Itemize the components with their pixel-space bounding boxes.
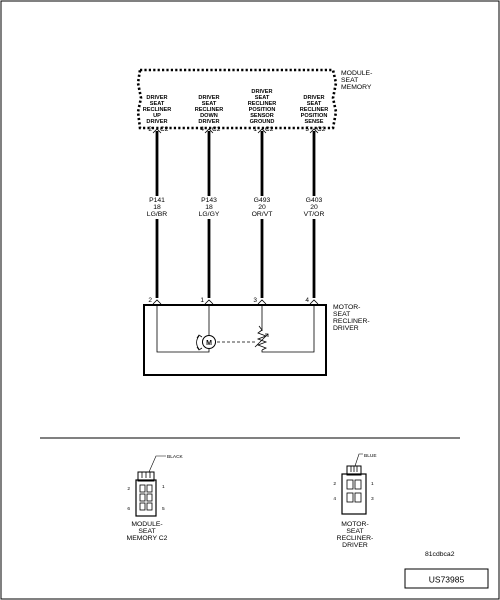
svg-text:SEAT: SEAT: [138, 528, 155, 535]
connector-right-label: MOTOR- SEAT RECLINER- DRIVER: [337, 521, 374, 549]
svg-text:SENSE: SENSE: [305, 119, 324, 125]
connector-left-pin-6: 6: [127, 506, 130, 512]
sensor-variable-arrow: [254, 333, 269, 348]
svg-text:OR/VT: OR/VT: [252, 211, 273, 218]
connector-left-label: MODULE- SEAT MEMORY C2: [127, 521, 168, 542]
svg-text:DRIVER: DRIVER: [333, 325, 359, 332]
svg-text:DRIVER: DRIVER: [146, 119, 167, 125]
wire-labels: P141 18 LG/BR P143 18 LG/GY G493 20 OR/V…: [147, 197, 325, 218]
svg-text:SENSOR: SENSOR: [250, 113, 274, 119]
connector-left-pin-2: 2: [127, 486, 130, 492]
svg-text:P141: P141: [149, 197, 165, 204]
svg-text:RECLINER: RECLINER: [248, 101, 277, 107]
svg-text:POSITION: POSITION: [249, 107, 276, 113]
svg-text:C2: C2: [265, 126, 274, 133]
motor-title: MOTOR- SEAT RECLINER- DRIVER: [333, 304, 370, 332]
wires: [155, 131, 316, 298]
module-pin-4-label: DRIVER SEAT RECLINER DOWN DRIVER: [195, 95, 224, 125]
svg-text:SEAT: SEAT: [150, 101, 165, 107]
svg-text:LG/GY: LG/GY: [199, 211, 220, 218]
svg-text:RECLINER-: RECLINER-: [337, 535, 374, 542]
module-pin-1-label: DRIVER SEAT RECLINER POSITION SENSOR GRO…: [248, 89, 277, 125]
svg-text:MODULE-: MODULE-: [131, 521, 162, 528]
svg-text:SEAT: SEAT: [346, 528, 363, 535]
svg-text:18: 18: [205, 204, 213, 211]
svg-text:C2: C2: [212, 126, 221, 133]
module-seat-memory-box: [136, 68, 338, 130]
svg-text:1: 1: [200, 297, 204, 304]
svg-text:MOTOR-: MOTOR-: [333, 304, 360, 311]
svg-text:SEAT: SEAT: [255, 95, 270, 101]
svg-text:RECLINER: RECLINER: [195, 107, 224, 113]
connector-module-seat-memory-c2: [135, 455, 166, 517]
svg-text:G403: G403: [306, 197, 323, 204]
svg-text:DRIVER: DRIVER: [251, 89, 272, 95]
svg-text:DRIVER: DRIVER: [342, 542, 368, 549]
figure-id: US73985: [429, 575, 465, 585]
module-title-line-3: MEMORY: [341, 84, 372, 91]
svg-text:P143: P143: [201, 197, 217, 204]
svg-text:DRIVER: DRIVER: [303, 95, 324, 101]
svg-text:MOTOR-: MOTOR-: [341, 521, 368, 528]
svg-text:DRIVER: DRIVER: [198, 95, 219, 101]
connector-right-pin-1: 1: [371, 481, 374, 487]
connector-right-pin-4: 4: [333, 496, 336, 502]
connector-left-pin-1: 1: [162, 484, 165, 490]
svg-text:RECLINER: RECLINER: [143, 107, 172, 113]
module-title-line-2: SEAT: [341, 77, 358, 84]
svg-text:SEAT: SEAT: [202, 101, 217, 107]
connector-right-pin-2: 2: [333, 481, 336, 487]
figure-id-box: [404, 568, 489, 589]
svg-text:RECLINER-: RECLINER-: [333, 318, 370, 325]
motor-connector-chevrons: [152, 299, 319, 305]
svg-text:MEMORY C2: MEMORY C2: [127, 535, 168, 542]
svg-text:G493: G493: [254, 197, 271, 204]
svg-text:DRIVER: DRIVER: [198, 119, 219, 125]
connector-right-pin-3: 3: [371, 496, 374, 502]
position-sensor-resistor: [256, 325, 268, 351]
motor-internal-circuit: [156, 304, 315, 353]
motor-symbol: [202, 335, 216, 349]
module-pin-numbers: 2 C2 4 C2 1 C2 5 C2: [148, 126, 325, 133]
svg-text:3: 3: [253, 297, 257, 304]
drawing-code: 81cdbca2: [425, 551, 455, 558]
svg-text:GROUND: GROUND: [250, 119, 275, 125]
svg-text:2: 2: [148, 297, 152, 304]
svg-text:4: 4: [305, 297, 309, 304]
motor-rotation-arrow: [196, 335, 200, 350]
svg-text:C2: C2: [160, 126, 169, 133]
connector-left-color-tag: BLACK: [167, 454, 184, 460]
svg-text:18: 18: [153, 204, 161, 211]
svg-text:5: 5: [305, 126, 309, 133]
motor-seat-recliner-box: [143, 304, 327, 376]
svg-text:C2: C2: [317, 126, 326, 133]
module-pin-5-label: DRIVER SEAT RECLINER POSITION SENSE: [300, 95, 329, 125]
svg-text:DRIVER: DRIVER: [146, 95, 167, 101]
connector-right-color-tag: BLUE: [364, 453, 377, 459]
svg-text:DOWN: DOWN: [200, 113, 218, 119]
svg-text:POSITION: POSITION: [301, 113, 328, 119]
svg-text:VT/OR: VT/OR: [304, 211, 325, 218]
connector-motor-seat-recliner-driver: [341, 453, 367, 515]
svg-text:UP: UP: [153, 113, 161, 119]
module-title-line-1: MODULE-: [341, 70, 372, 77]
svg-text:4: 4: [200, 126, 204, 133]
module-pin-2-label: DRIVER SEAT RECLINER UP DRIVER: [143, 95, 172, 125]
motor-symbol-label: M: [206, 340, 212, 347]
svg-text:1: 1: [253, 126, 257, 133]
svg-text:20: 20: [310, 204, 318, 211]
svg-text:20: 20: [258, 204, 266, 211]
svg-text:LG/BR: LG/BR: [147, 211, 167, 218]
module-connector-chevrons: [152, 128, 319, 134]
svg-text:2: 2: [148, 126, 152, 133]
svg-text:SEAT: SEAT: [333, 311, 350, 318]
connector-left-pin-5: 5: [162, 506, 165, 512]
svg-text:SEAT: SEAT: [307, 101, 322, 107]
motor-pin-numbers: 2 1 3 4: [148, 297, 309, 304]
svg-text:RECLINER: RECLINER: [300, 107, 329, 113]
